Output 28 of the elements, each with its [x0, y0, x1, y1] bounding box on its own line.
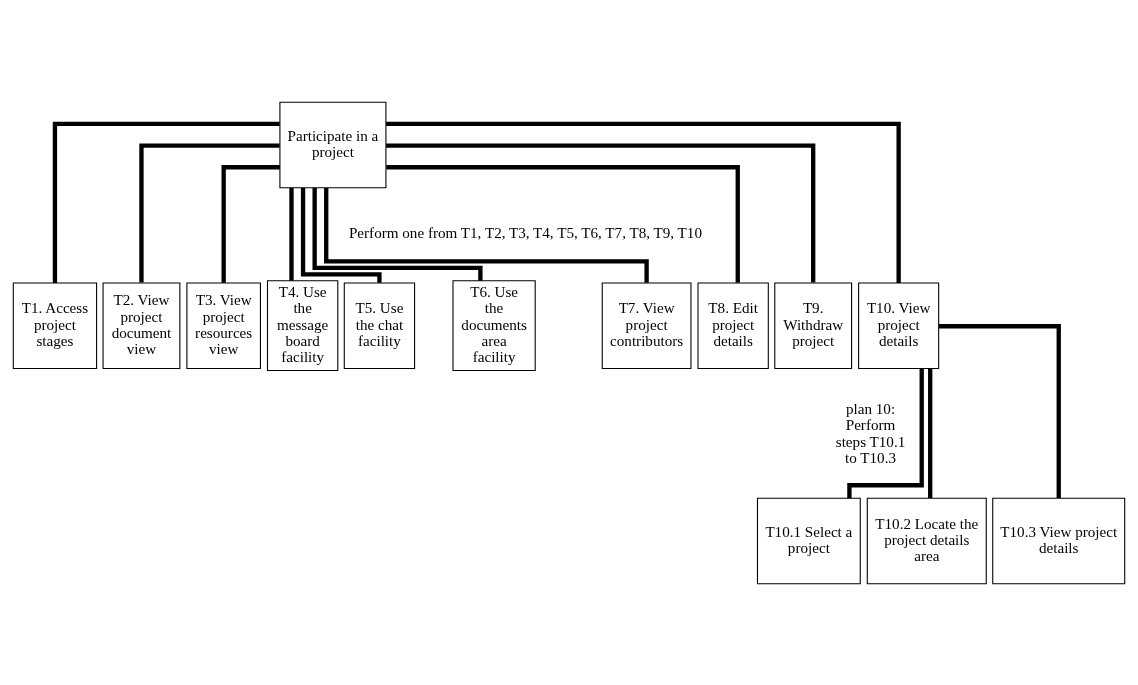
node-box: T8. Edit project details	[697, 281, 769, 369]
connector	[52, 121, 280, 283]
connector	[289, 187, 294, 281]
connector	[847, 367, 924, 498]
node-box: T10.2 Locate the project details area	[866, 497, 987, 584]
connector	[928, 368, 933, 498]
label: plan 10: Perform steps T10.1 to T10.3	[835, 400, 906, 466]
connector	[386, 164, 740, 283]
node-box: T10.3 View project details	[992, 497, 1126, 584]
connector	[939, 323, 1061, 498]
connector	[386, 142, 816, 283]
node-box: T2. View project document view	[102, 281, 181, 369]
node-box: T10.1 Select a project	[756, 497, 861, 584]
node-box: T1. Access project stages	[12, 281, 98, 369]
node-box: T5. Use the chat facility	[343, 281, 416, 369]
connector	[386, 121, 901, 283]
node-box: T4. Use the message board facility	[266, 279, 339, 371]
node-box: T3. View project resources view	[186, 281, 261, 369]
node-box: T7. View project contributors	[601, 281, 692, 369]
node-box: T10. View project details	[858, 281, 940, 369]
node-box: T9. Withdraw project	[774, 281, 853, 369]
connector	[139, 142, 280, 283]
connector	[312, 187, 483, 281]
connector	[300, 187, 382, 283]
connector	[221, 164, 280, 283]
node-box: Participate in a project	[279, 101, 387, 188]
node-box: T6. Use the documents area facility	[452, 279, 536, 371]
label: Perform one from T1, T2, T3, T4, T5, T6, T7, T8, T9, T10	[348, 224, 702, 241]
